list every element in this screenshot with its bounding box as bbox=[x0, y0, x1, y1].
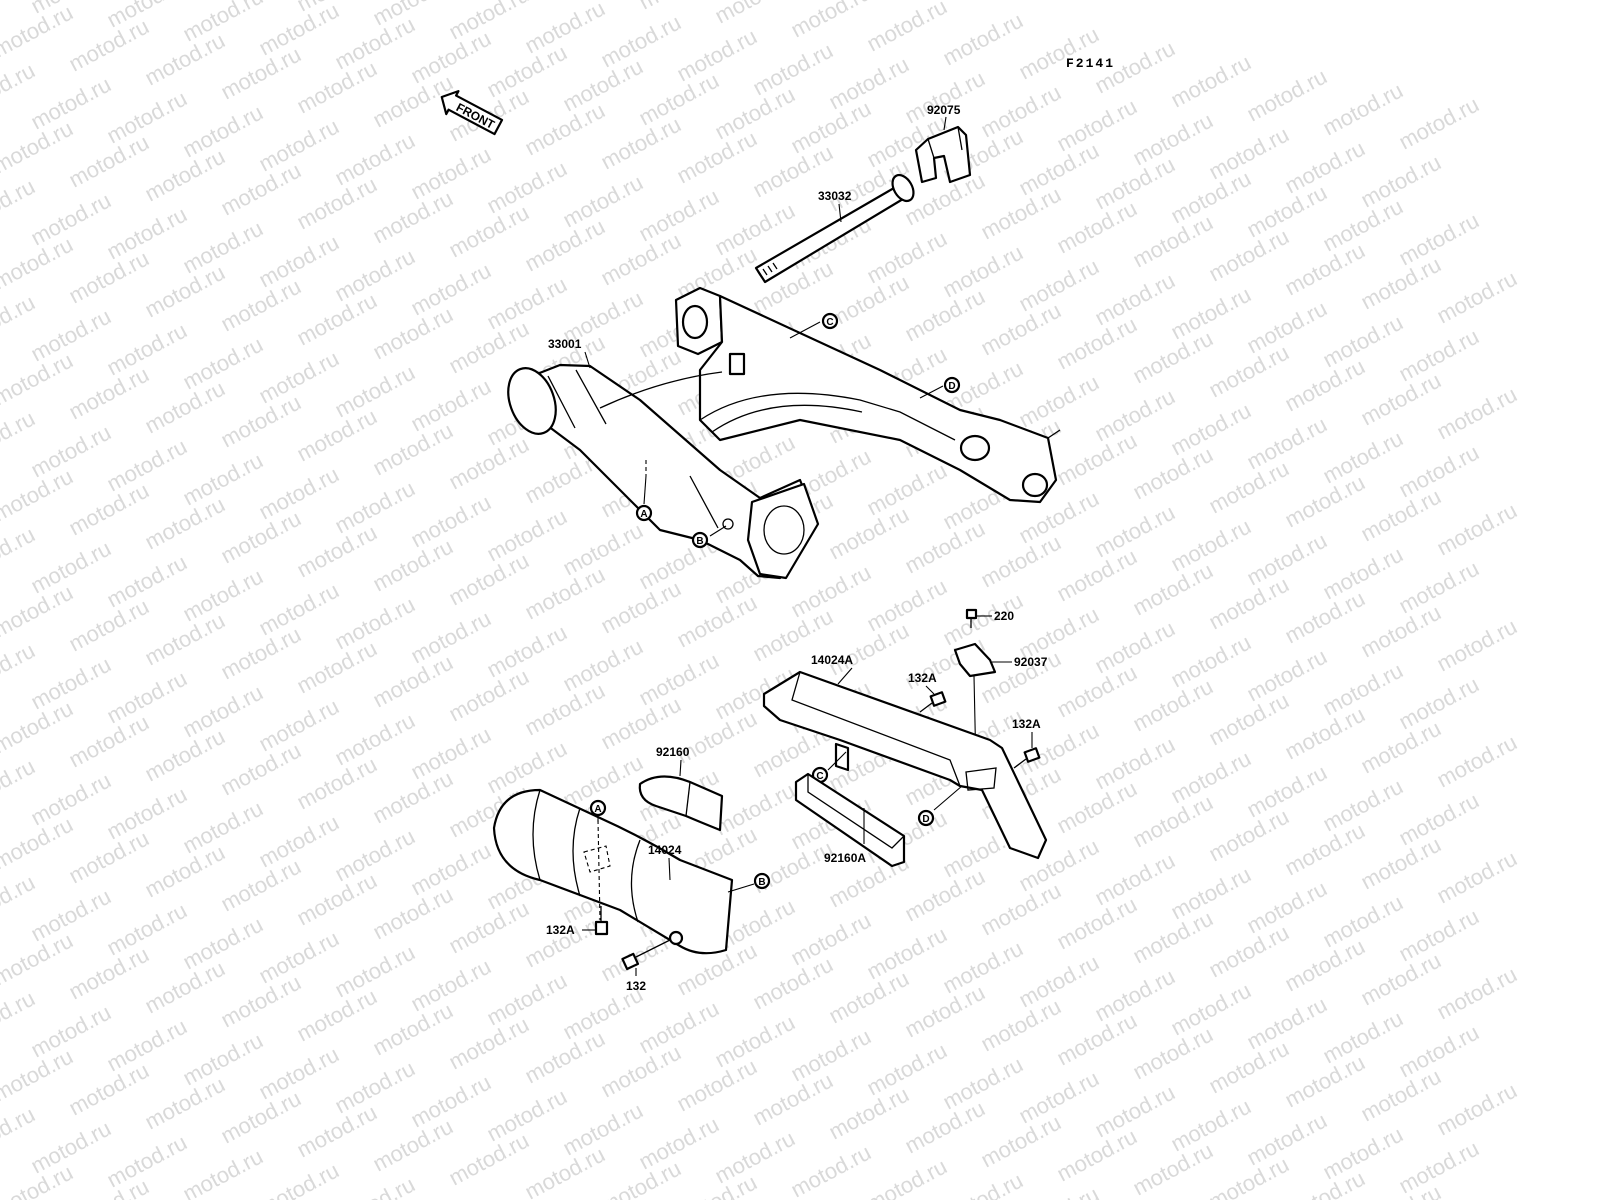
callout-d-lower-text: D bbox=[922, 814, 929, 825]
bolt-132[interactable] bbox=[621, 939, 671, 971]
screw-220[interactable] bbox=[965, 608, 978, 628]
part-label-92037: 92037 bbox=[1014, 655, 1048, 669]
cover-14024[interactable] bbox=[492, 788, 734, 955]
front-arrow-icon: FRONT bbox=[440, 90, 504, 136]
callout-d-lower bbox=[917, 809, 935, 827]
pivot-shaft-33032[interactable] bbox=[754, 171, 918, 284]
bolt-132A-guard-upper[interactable] bbox=[919, 691, 947, 713]
callout-d-upper-text: D bbox=[948, 381, 955, 392]
callout-c-upper bbox=[821, 312, 839, 330]
callout-b-lower-text: B bbox=[758, 877, 765, 888]
callout-d-upper bbox=[943, 376, 961, 394]
callout-b-upper bbox=[691, 531, 709, 549]
part-label-14024: 14024 bbox=[648, 843, 682, 857]
clamp-92037[interactable] bbox=[953, 642, 997, 678]
part-label-132A-lower: 132A bbox=[546, 923, 575, 937]
part-label-132A-guard-lower: 132A bbox=[1012, 717, 1041, 731]
part-label-33001: 33001 bbox=[548, 337, 582, 351]
part-label-92160A: 92160A bbox=[824, 851, 866, 865]
part-label-33032: 33032 bbox=[818, 189, 852, 203]
part-label-132A-guard-upper: 132A bbox=[908, 671, 937, 685]
callout-a-upper bbox=[635, 504, 653, 522]
part-label-220: 220 bbox=[994, 609, 1014, 623]
part-label-92160: 92160 bbox=[656, 745, 690, 759]
swingarm-33001[interactable] bbox=[500, 286, 1061, 580]
part-label-14024A-top: 14024A bbox=[811, 653, 853, 667]
figure-code: F2141 bbox=[1066, 56, 1115, 71]
part-label-92075: 92075 bbox=[927, 103, 961, 117]
collar-92075[interactable] bbox=[914, 125, 972, 184]
callout-b-lower bbox=[753, 872, 771, 890]
callout-c-upper-text: C bbox=[826, 317, 833, 328]
bolt-132A-guard-lower[interactable] bbox=[1013, 747, 1041, 769]
pad-92160A[interactable] bbox=[794, 772, 906, 868]
bolt-132A-lower[interactable] bbox=[594, 906, 609, 936]
pad-92160[interactable] bbox=[638, 775, 724, 832]
chain-guard-14024A[interactable] bbox=[762, 670, 1048, 860]
callout-a-lower-text: A bbox=[594, 804, 601, 815]
callout-c-lower-text: C bbox=[816, 771, 823, 782]
callout-a-upper-text: A bbox=[640, 509, 647, 520]
callout-b-upper-text: B bbox=[696, 536, 703, 547]
callout-a-lower bbox=[589, 799, 607, 817]
part-label-132: 132 bbox=[626, 979, 646, 993]
